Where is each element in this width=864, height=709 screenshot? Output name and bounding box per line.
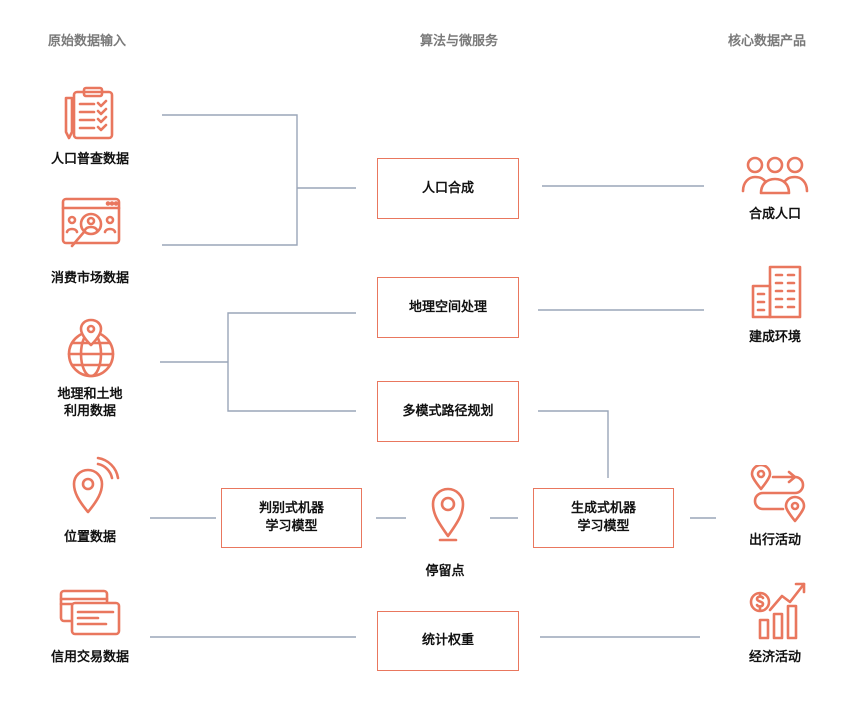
box-generative-ml: 生成式机器 学习模型	[533, 488, 674, 548]
clipboard-checklist-icon	[62, 86, 116, 140]
credit-cards-icon	[58, 588, 122, 638]
label-built-environment: 建成环境	[748, 330, 801, 345]
label-multimodal-routing: 多模式路径规划	[402, 403, 494, 419]
label-census: 人口普查数据	[50, 152, 129, 167]
label-location: 位置数据	[63, 530, 116, 545]
box-multimodal-routing: 多模式路径规划	[377, 381, 519, 442]
label-statistical-weighting: 统计权重	[421, 633, 474, 649]
browser-magnifier-user-icon	[60, 196, 122, 252]
group-people-icon	[741, 155, 809, 195]
header-input: 原始数据输入	[48, 34, 127, 49]
buildings-icon	[750, 264, 804, 320]
header-output: 核心数据产品	[728, 34, 807, 49]
connector-routing-generative	[538, 410, 609, 478]
box-statistical-weighting: 统计权重	[377, 611, 519, 671]
label-generative-line1: 生成式机器	[570, 501, 636, 517]
map-pin-icon	[430, 486, 466, 542]
label-economic-activity: 经济活动	[748, 650, 801, 665]
label-consumer: 消费市场数据	[50, 271, 129, 286]
label-discriminative-line2: 学习模型	[265, 519, 318, 534]
label-geo-line2: 利用数据	[63, 404, 116, 419]
label-credit: 信用交易数据	[50, 650, 129, 665]
label-geospatial: 地理空间处理	[408, 299, 487, 315]
route-pins-icon	[749, 465, 809, 523]
growth-chart-dollar-icon	[746, 580, 808, 640]
label-geo-line1: 地理和土地	[57, 387, 123, 402]
label-population-synthesis: 人口合成	[421, 180, 474, 196]
header-middle: 算法与微服务	[420, 34, 499, 49]
label-discriminative-line1: 判别式机器	[258, 501, 324, 517]
box-discriminative-ml: 判别式机器 学习模型	[221, 488, 362, 548]
label-generative-line2: 学习模型	[577, 519, 630, 534]
location-signal-icon	[70, 456, 120, 514]
connector-geo-branch	[227, 312, 356, 412]
label-stay-point: 停留点	[425, 564, 465, 579]
label-synthetic-population: 合成人口	[748, 207, 801, 222]
label-travel-activity: 出行活动	[748, 533, 801, 548]
connector-census	[162, 114, 298, 246]
globe-pin-icon	[66, 318, 116, 378]
box-population-synthesis: 人口合成	[377, 158, 519, 219]
box-geospatial: 地理空间处理	[377, 277, 519, 338]
